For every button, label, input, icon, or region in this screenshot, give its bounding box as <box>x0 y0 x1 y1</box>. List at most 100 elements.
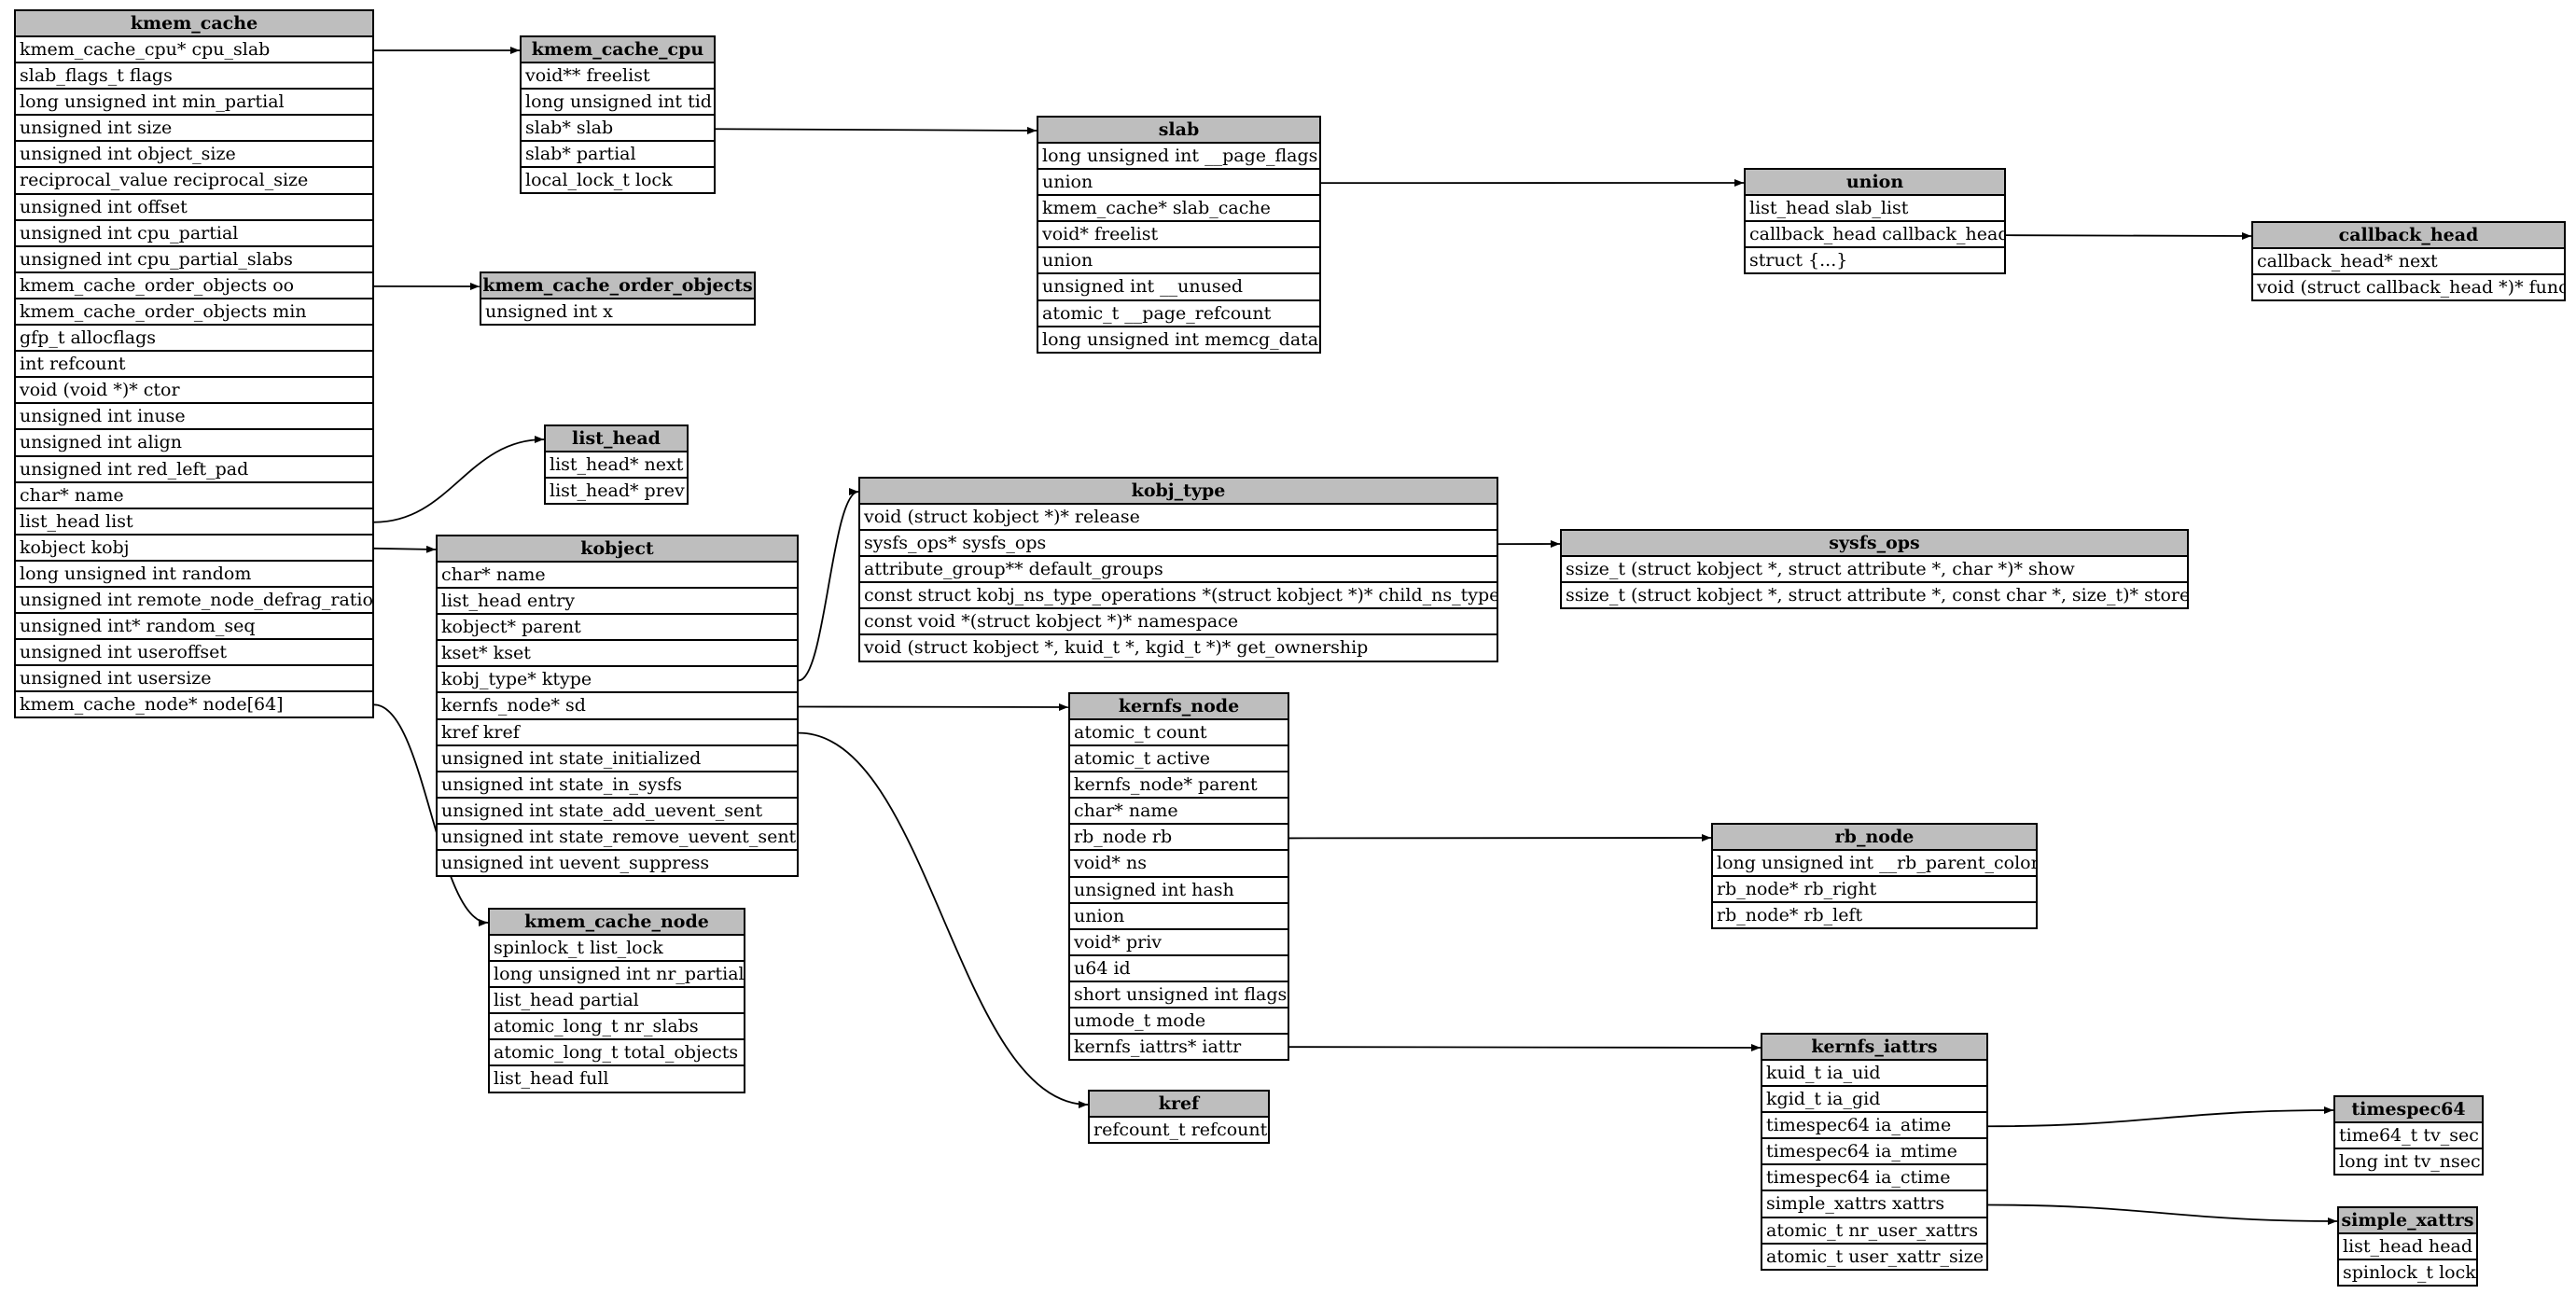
struct-field: rb_node rb <box>1070 825 1288 852</box>
struct-field: const struct kobj_ns_type_operations *(s… <box>860 583 1497 610</box>
struct-field: void** freelist <box>522 63 714 90</box>
struct-field: atomic_long_t nr_slabs <box>490 1014 744 1041</box>
struct-field: list_head* prev <box>550 480 685 502</box>
struct-field: char* name <box>16 483 372 509</box>
struct-field: kuid_t ia_uid <box>1762 1061 1986 1088</box>
struct-field: unsigned int* random_seq <box>16 614 372 641</box>
struct-field: list_head partial <box>490 988 744 1015</box>
edge-kernfs_iattrs-to-timespec64 <box>1987 1106 2334 1128</box>
struct-field: long unsigned int random <box>16 562 372 588</box>
struct-title: slab <box>1038 118 1319 144</box>
struct-field: unsigned int state_initialized <box>438 746 797 772</box>
struct-field: unsigned int object_size <box>16 142 372 169</box>
struct-title: callback_head <box>2253 223 2564 249</box>
struct-field: void (struct kobject *)* release <box>860 505 1497 532</box>
struct-title: sysfs_ops <box>1562 531 2187 557</box>
struct-title: kobject <box>438 536 797 563</box>
struct-field: callback_head* next <box>2253 249 2564 276</box>
struct-field: u64 id <box>1070 956 1288 982</box>
struct-field: kernfs_iattrs* iattr <box>1074 1037 1242 1058</box>
struct-field: kobject kobj <box>16 536 372 562</box>
struct-field: timespec64 ia_mtime <box>1762 1139 1986 1166</box>
edge-kmem_cache-to-kobject <box>373 545 437 553</box>
struct-field: void (struct callback_head *)* func <box>2257 277 2564 299</box>
struct-field: void* priv <box>1070 930 1288 956</box>
struct-field: slab_flags_t flags <box>16 63 372 90</box>
edge-kmem_cache_cpu-to-slab <box>715 126 1037 134</box>
struct-field: callback_head callback_head <box>1746 222 2004 249</box>
struct-field: kmem_cache_cpu* cpu_slab <box>16 37 372 64</box>
struct-title: kmem_cache_cpu <box>522 37 714 63</box>
struct-field: unsigned int usersize <box>16 666 372 693</box>
struct-field: atomic_t __page_refcount <box>1038 301 1319 327</box>
struct-title: timespec64 <box>2335 1097 2482 1123</box>
struct-field: rb_node* rb_right <box>1713 877 2036 904</box>
struct-field: unsigned int size <box>16 116 372 143</box>
struct-field: sysfs_ops* sysfs_ops <box>860 531 1497 558</box>
struct-field: spinlock_t lock <box>2343 1262 2476 1284</box>
struct-field: unsigned int state_remove_uevent_sent <box>438 825 797 852</box>
struct-title: kmem_cache_node <box>490 910 744 936</box>
struct-field: long unsigned int tid <box>522 90 714 117</box>
struct-field: simple_xattrs xattrs <box>1762 1191 1986 1218</box>
struct-field: reciprocal_value reciprocal_size <box>16 168 372 195</box>
struct-field: list_head slab_list <box>1746 196 2004 223</box>
edge-kmem_cache-to-kmem_cache_node <box>373 703 489 926</box>
edge-kobject-to-kobj_type <box>798 488 859 682</box>
struct-title: kernfs_iattrs <box>1762 1035 1986 1061</box>
edge-kmem_cache-to-list_head <box>373 436 545 523</box>
edge-union-to-callback_head <box>2005 231 2252 240</box>
struct-field: union <box>1070 904 1288 930</box>
struct-field: list_head head <box>2339 1234 2476 1261</box>
struct-field: attribute_group** default_groups <box>860 557 1497 584</box>
struct-field: refcount_t refcount <box>1093 1120 1268 1140</box>
struct-field: timespec64 ia_ctime <box>1762 1165 1986 1192</box>
struct-field: kmem_cache_node* node[64] <box>20 694 284 716</box>
struct-field: kobject* parent <box>438 615 797 642</box>
struct-field: kernfs_node* sd <box>438 693 797 720</box>
struct-field: kobj_type* ktype <box>438 667 797 694</box>
struct-title: kref <box>1090 1092 1268 1118</box>
struct-title: rb_node <box>1713 825 2036 851</box>
struct-field: unsigned int __unused <box>1038 274 1319 301</box>
struct-field: char* name <box>438 563 797 590</box>
struct-field: long unsigned int __rb_parent_color <box>1713 851 2036 878</box>
struct-field: kset* kset <box>438 641 797 668</box>
struct-field: unsigned int red_left_pad <box>16 457 372 483</box>
struct-field: union <box>1038 248 1319 275</box>
struct-field: union <box>1038 170 1319 197</box>
struct-field: unsigned int state_add_uevent_sent <box>438 799 797 825</box>
struct-field: kgid_t ia_gid <box>1762 1087 1986 1114</box>
struct-field: unsigned int hash <box>1070 878 1288 904</box>
struct-title: union <box>1746 170 2004 196</box>
struct-field: gfp_t allocflags <box>16 326 372 353</box>
struct-field: local_lock_t lock <box>525 170 673 191</box>
struct-field: short unsigned int flags <box>1070 982 1288 1009</box>
struct-field: unsigned int remote_node_defrag_ratio <box>16 588 372 615</box>
struct-title: kobj_type <box>860 479 1497 505</box>
struct-field: unsigned int useroffset <box>16 640 372 667</box>
struct-field: atomic_t count <box>1070 720 1288 747</box>
struct-field: char* name <box>1070 799 1288 826</box>
struct-field: unsigned int align <box>16 430 372 457</box>
struct-field: unsigned int x <box>485 301 613 322</box>
struct-field: void* freelist <box>1038 222 1319 249</box>
struct-field: list_head full <box>494 1068 609 1090</box>
struct-field: const void *(struct kobject *)* namespac… <box>860 609 1497 636</box>
struct-field: unsigned int uevent_suppress <box>441 853 710 874</box>
edge-kobject-to-kref <box>798 731 1089 1108</box>
